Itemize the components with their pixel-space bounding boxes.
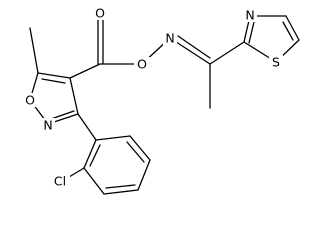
atom-labels: N O O O N N S Cl bbox=[22, 6, 283, 189]
atom-label-o-carbonyl: O bbox=[95, 6, 105, 21]
bond-ph6-ph1 bbox=[83, 139, 97, 169]
bond-noxime-c-double bbox=[177, 35, 211, 59]
atom-label-s-thiazole: S bbox=[272, 55, 280, 70]
atom-label-n-oxime: N bbox=[165, 31, 174, 46]
atom-n-oxime: N bbox=[163, 31, 177, 46]
bond-ph4-ph5-double bbox=[105, 184, 136, 189]
bond-c3-c4 bbox=[69, 77, 79, 115]
atom-o-isoxazole: O bbox=[22, 93, 38, 108]
bond-ph1-ph2 bbox=[95, 135, 131, 141]
bond-c4-carbonyl bbox=[69, 63, 101, 79]
bond-c5-methyl bbox=[29, 27, 39, 74]
bond-ph5-ph6 bbox=[83, 167, 105, 195]
bond-n2-c3-double bbox=[50, 110, 75, 120]
bond-c4-c5t bbox=[285, 15, 300, 41]
atom-n-thiazole: N bbox=[243, 8, 257, 23]
chemical-structure-diagram: N O O O N N S Cl bbox=[22, 5, 300, 195]
bond-ph2-ph3-double bbox=[126, 141, 145, 163]
atom-o-oxime: O bbox=[134, 57, 150, 72]
atom-label-n-isoxazole: N bbox=[43, 118, 52, 133]
atom-label-o-oxime: O bbox=[137, 57, 147, 72]
bond-c4-c5 bbox=[37, 72, 71, 79]
atom-label-n-thiazole: N bbox=[245, 8, 254, 23]
bond-ph4-ph5 bbox=[103, 189, 139, 195]
bond-c4-c5t-double bbox=[282, 21, 294, 41]
bond-c3-phenyl bbox=[77, 113, 97, 141]
bond-c4-c5-double bbox=[41, 78, 66, 84]
atom-label-cl: Cl bbox=[54, 174, 66, 189]
bond-ph3-ph4 bbox=[137, 159, 151, 191]
atom-label-o-isoxazole: O bbox=[25, 93, 35, 108]
bond-c2-n3-double bbox=[248, 21, 255, 44]
bond-ph2-ph3 bbox=[129, 135, 151, 161]
bond-c-thiazole bbox=[209, 41, 245, 65]
atom-o-carbonyl: O bbox=[92, 6, 108, 21]
atom-cl: Cl bbox=[50, 174, 70, 189]
atom-s-thiazole: S bbox=[269, 55, 283, 70]
bond-ph6-ph1-double bbox=[89, 144, 101, 167]
atom-n-isoxazole: N bbox=[41, 118, 55, 133]
